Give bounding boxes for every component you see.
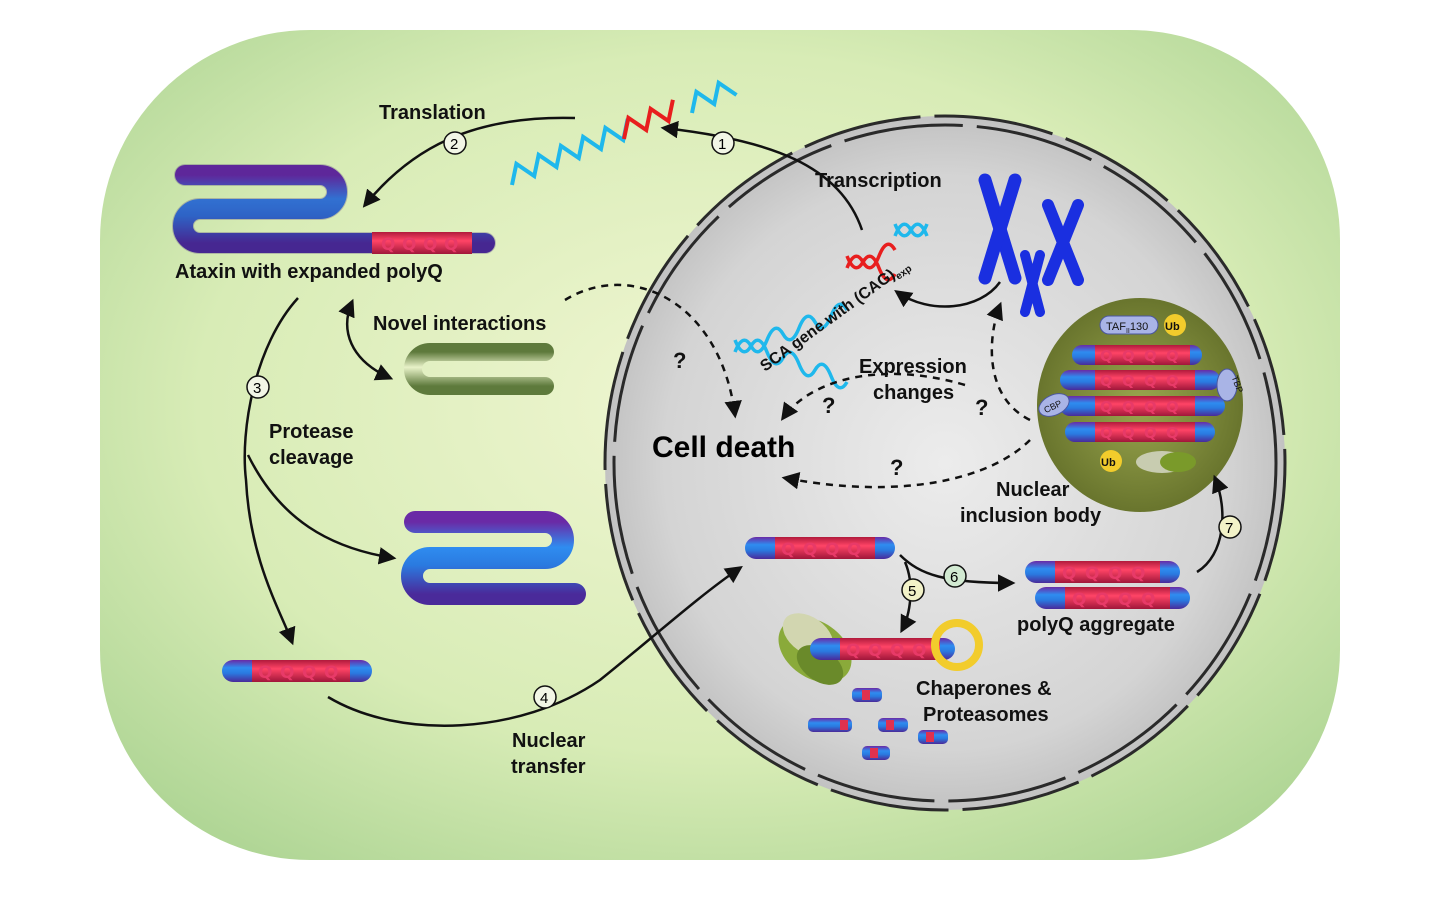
ub-top-label: Ub xyxy=(1165,321,1180,333)
inc-q-5: Q xyxy=(1100,372,1113,390)
inc-q-13: Q xyxy=(1100,424,1113,442)
cleaved-protein-fragment xyxy=(401,511,586,605)
frag-q-3: Q xyxy=(302,663,316,683)
sca-gene-dna xyxy=(733,222,929,390)
step-markers: 1 2 3 4 5 6 7 xyxy=(246,131,1242,709)
ataxin-q-1: Q xyxy=(381,235,395,255)
label-expression-line2: changes xyxy=(873,382,954,404)
polyq-fragment-cytoplasm: Q Q Q Q xyxy=(222,660,372,683)
step-1-marker xyxy=(711,131,735,155)
question-mark-1: ? xyxy=(673,348,686,373)
nfrag-q-1: Q xyxy=(781,540,795,560)
label-chaperones-line1: Chaperones & xyxy=(916,678,1052,700)
mrna-strand xyxy=(510,79,738,186)
label-nuclear-transfer-line1: Nuclear xyxy=(512,730,586,752)
label-translation: Translation xyxy=(379,102,486,124)
nfrag-q-3: Q xyxy=(825,540,839,560)
label-chaperones-line2: Proteasomes xyxy=(923,704,1049,726)
step-2-label: 2 xyxy=(450,136,458,153)
agg-q-4: Q xyxy=(1131,564,1145,584)
inc-q-16: Q xyxy=(1166,424,1179,442)
inc-q-14: Q xyxy=(1122,424,1135,442)
question-mark-4: ? xyxy=(890,455,903,480)
agg-q-6: Q xyxy=(1095,590,1109,610)
label-novel-interactions: Novel interactions xyxy=(373,313,546,335)
frag-q-2: Q xyxy=(280,663,294,683)
step-6-marker xyxy=(943,564,967,588)
chap-q-1: Q xyxy=(846,641,860,661)
ub-bottom-label: Ub xyxy=(1101,457,1116,469)
nuclear-inclusion-body: Q Q Q Q Q Q Q Q Q Q Q Q Q Q Q Q TAFII130… xyxy=(1037,298,1245,512)
label-ataxin: Ataxin with expanded polyQ xyxy=(175,261,443,283)
inc-q-8: Q xyxy=(1166,372,1179,390)
agg-q-7: Q xyxy=(1118,590,1132,610)
ataxin-q-2: Q xyxy=(402,235,416,255)
polyq-aggregate: Q Q Q Q Q Q Q Q xyxy=(1025,561,1190,610)
step-5-label: 5 xyxy=(908,583,916,600)
frag-q-1: Q xyxy=(258,663,272,683)
nfrag-q-4: Q xyxy=(847,540,861,560)
step-1-label: 1 xyxy=(718,136,726,153)
hypothetical-arrows xyxy=(564,283,1031,490)
inc-q-4: Q xyxy=(1166,347,1179,365)
agg-q-8: Q xyxy=(1141,590,1155,610)
inc-q-2: Q xyxy=(1122,347,1135,365)
polyq-fragment-nucleus: Q Q Q Q xyxy=(745,537,895,560)
label-protease-line2: cleavage xyxy=(269,447,354,469)
inc-q-12: Q xyxy=(1166,398,1179,416)
step-7-label: 7 xyxy=(1225,520,1233,537)
nfrag-q-2: Q xyxy=(803,540,817,560)
agg-q-5: Q xyxy=(1072,590,1086,610)
ataxin-q-4: Q xyxy=(444,235,458,255)
chaperone-proteasome-complex: Q Q Q Q xyxy=(778,613,983,685)
cbp-badge xyxy=(1038,393,1070,417)
label-transcription: Transcription xyxy=(815,170,942,192)
label-nuclear-inclusion-line1: Nuclear xyxy=(996,479,1070,501)
label-polyq-aggregate: polyQ aggregate xyxy=(1017,614,1175,636)
novel-interaction-partner xyxy=(404,343,554,395)
step-7-marker xyxy=(1218,515,1242,539)
agg-q-1: Q xyxy=(1062,564,1076,584)
chap-q-4: Q xyxy=(912,641,926,661)
label-nuclear-transfer-line2: transfer xyxy=(511,756,586,778)
question-mark-3: ? xyxy=(975,395,988,420)
label-expression-line1: Expression xyxy=(859,356,967,378)
inc-q-7: Q xyxy=(1144,372,1157,390)
ub-top-badge xyxy=(1164,314,1186,336)
frag-q-4: Q xyxy=(324,663,338,683)
label-protease-line1: Protease xyxy=(269,421,354,443)
agg-q-2: Q xyxy=(1085,564,1099,584)
inc-q-9: Q xyxy=(1100,398,1113,416)
label-cell-death: Cell death xyxy=(652,431,795,464)
step-4-label: 4 xyxy=(540,690,548,707)
inc-q-1: Q xyxy=(1100,347,1113,365)
ataxin-q-3: Q xyxy=(423,235,437,255)
taf-label: TAFII130 xyxy=(1106,321,1148,335)
nucleus xyxy=(603,114,1287,812)
step-2-marker xyxy=(443,131,467,155)
ataxin-protein: Q Q Q Q xyxy=(172,164,496,255)
inc-q-10: Q xyxy=(1122,398,1135,416)
ub-bottom-badge xyxy=(1100,450,1122,472)
inc-q-6: Q xyxy=(1122,372,1135,390)
question-mark-2: ? xyxy=(822,393,835,418)
label-nuclear-inclusion-line2: inclusion body xyxy=(960,505,1102,527)
taf-badge xyxy=(1099,315,1159,335)
chap-q-3: Q xyxy=(890,641,904,661)
step-4-marker xyxy=(533,685,557,709)
step-3-marker xyxy=(246,375,270,399)
agg-q-3: Q xyxy=(1108,564,1122,584)
tbp-badge xyxy=(1216,368,1238,402)
step-3-label: 3 xyxy=(253,380,261,397)
inc-q-11: Q xyxy=(1144,398,1157,416)
chromosomes xyxy=(978,173,1084,317)
step-5-marker xyxy=(901,578,925,602)
inc-q-15: Q xyxy=(1144,424,1157,442)
degraded-fragments xyxy=(808,688,948,760)
inc-q-3: Q xyxy=(1144,347,1157,365)
step-6-label: 6 xyxy=(950,569,958,586)
chap-q-2: Q xyxy=(868,641,882,661)
